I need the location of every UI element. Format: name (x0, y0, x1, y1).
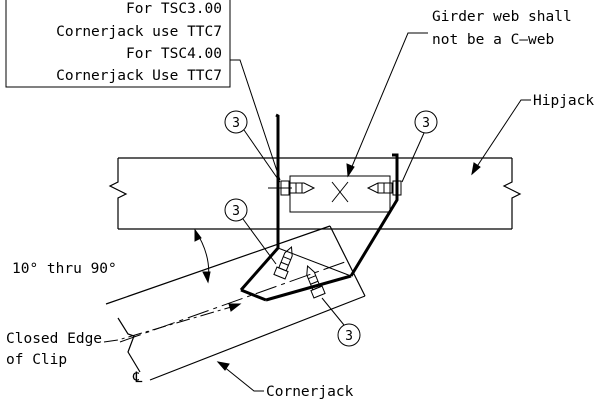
closed-edge-label-line1: Closed Edge (6, 331, 102, 347)
cornerjack-top-edge (105, 225, 331, 305)
clip-bottom-closed-edge (265, 274, 352, 302)
clip-top-edge (239, 247, 280, 291)
note-box: For TSC3.00 Cornerjack use TTC7 For TSC4… (5, 0, 281, 181)
angle-arrow-bottom (202, 271, 211, 284)
centerline-symbol: ℄ (132, 370, 143, 386)
tag-circle (337, 323, 361, 347)
screw-thread (366, 182, 393, 194)
screw-lower-right (306, 265, 326, 299)
cornerjack-bottom-edge (149, 295, 366, 381)
girder-web-rect (289, 175, 391, 213)
hipjack-break-right (502, 158, 522, 229)
closed-edge-note: Closed Edge of Clip (6, 303, 242, 368)
note-leader-line (230, 59, 281, 181)
hipjack-break-left (108, 158, 128, 229)
clip-left-flange (275, 113, 280, 248)
girder-web-leader (347, 32, 428, 177)
fastener-tag-middle: 3 (224, 198, 277, 265)
hipjack-leader (471, 99, 531, 175)
screw-head (392, 180, 402, 196)
screw-thread-mark (310, 280, 319, 285)
tag-circle (414, 110, 438, 134)
clip-right-flange (349, 153, 399, 277)
angle-arrow-top (194, 228, 202, 242)
hipjack-arrowhead (471, 162, 481, 176)
girder-web-block (289, 175, 391, 213)
screw-thread (306, 265, 321, 291)
screw-thread-mark (308, 275, 316, 280)
cornerjack-break (117, 317, 141, 373)
screw-lower-left (273, 246, 293, 280)
fastener-tag-upper-left: 3 (224, 110, 281, 183)
screw-thread-mark (283, 256, 291, 261)
note-line-2: Cornerjack use TTC7 (56, 24, 222, 40)
tag-number: 3 (232, 204, 240, 219)
girder-web-note: Girder web shall not be a C—web (346, 9, 572, 178)
angle-label: 10° thru 90° (12, 261, 117, 277)
note-box-border (5, 0, 231, 88)
screw-thread-mark (280, 261, 289, 266)
cornerjack-label: Cornerjack (266, 384, 354, 400)
tag-number: 3 (422, 116, 430, 131)
tag-leader (243, 129, 281, 183)
angle-dimension: 10° thru 90° (12, 228, 211, 284)
tag-circle (224, 198, 248, 222)
hipjack-member: Hipjack (108, 93, 594, 230)
screw-thread (278, 246, 293, 272)
tag-leader (321, 297, 345, 326)
cornerjack-note: Cornerjack (216, 361, 354, 400)
cornerjack-end (329, 225, 366, 297)
girder-web-x-2 (331, 181, 349, 203)
cornerjack-arrowhead (216, 361, 230, 371)
hipjack-label: Hipjack (533, 93, 594, 109)
note-line-1: For TSC3.00 (126, 1, 222, 17)
girder-web-arrowhead (346, 163, 355, 178)
cornerjack-leader (217, 361, 264, 392)
note-line-4: Cornerjack Use TTC7 (56, 68, 222, 84)
tag-circle (224, 110, 248, 134)
tag-number: 3 (345, 329, 353, 344)
fastener-tag-lower: 3 (321, 297, 361, 347)
tag-leader (401, 132, 425, 183)
girder-web-label-line1: Girder web shall (432, 9, 572, 25)
fastener-tag-upper-right: 3 (401, 110, 438, 183)
note-line-3: For TSC4.00 (126, 46, 222, 62)
closed-edge-leader (103, 304, 239, 343)
clip-inner-edge (277, 247, 352, 277)
girder-web-label-line2: not be a C—web (432, 32, 554, 48)
clip-left-return (240, 288, 267, 302)
tag-leader (242, 218, 277, 265)
tag-number: 3 (232, 116, 240, 131)
closed-edge-label-line2: of Clip (6, 352, 67, 368)
closed-edge-arrowhead (228, 303, 242, 312)
screw-head (280, 180, 290, 196)
screw-upper-left (268, 180, 316, 196)
hanger-clip (239, 113, 399, 302)
screw-upper-right (366, 180, 402, 196)
